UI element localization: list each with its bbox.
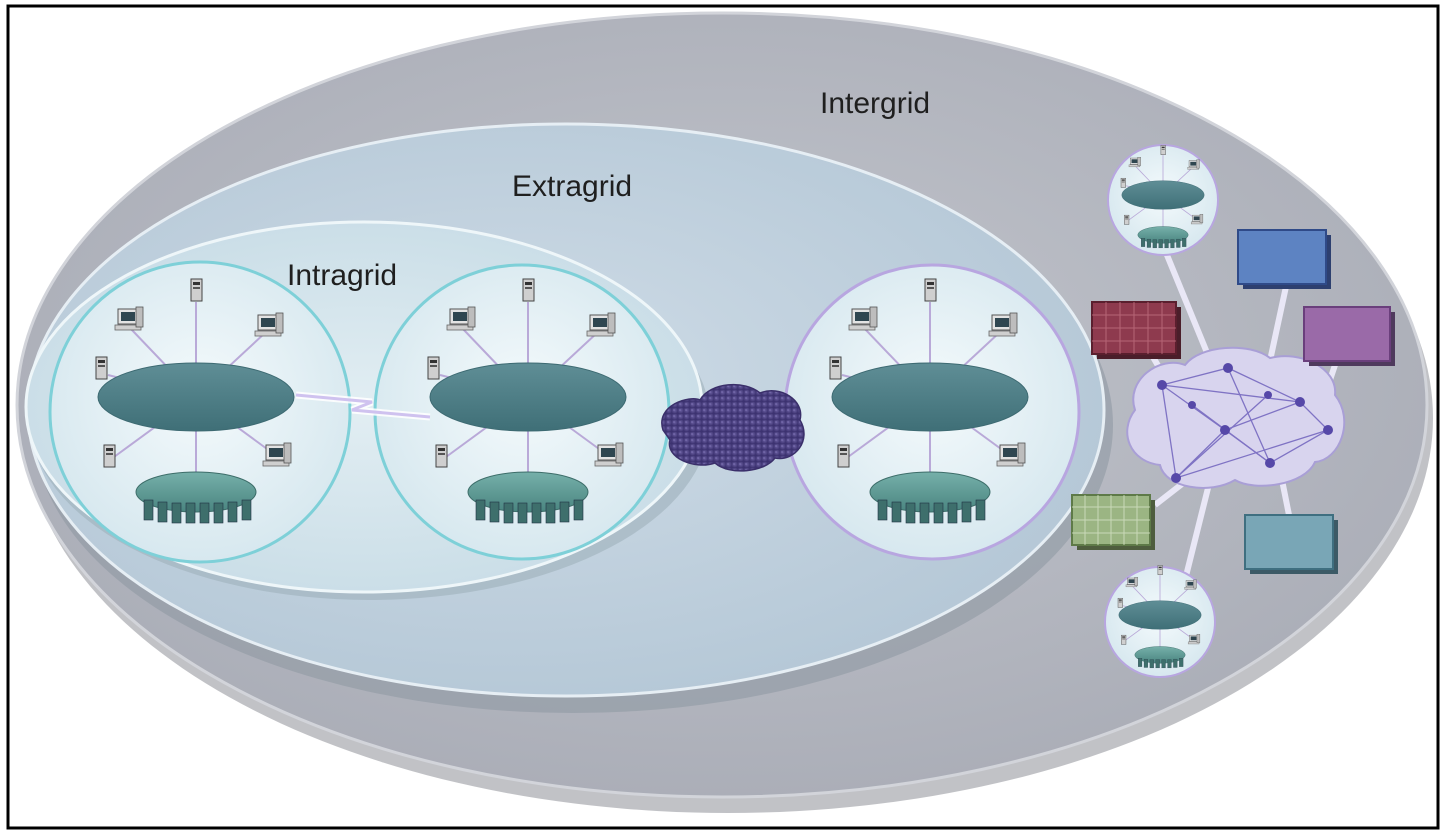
extragrid-cluster: [783, 263, 1081, 561]
intergrid-small-cluster-top: [1107, 144, 1219, 256]
intergrid-label: Intergrid: [820, 87, 930, 120]
resource-panel-red: [1091, 301, 1181, 359]
intragrid-label: Intragrid: [287, 259, 397, 292]
intragrid-cluster-right: [373, 263, 671, 561]
resource-panel-green: [1071, 494, 1155, 550]
resource-panel-teal: [1244, 514, 1338, 574]
resource-panel-purple: [1303, 306, 1395, 366]
extragrid-label: Extragrid: [512, 170, 632, 203]
wan-network-cloud: [661, 383, 805, 472]
resource-panel-blue: [1237, 229, 1331, 289]
grid-node-icons: [1157, 363, 1333, 483]
intragrid-cluster-left: [48, 260, 352, 564]
intergrid-small-cluster-bottom: [1104, 565, 1216, 678]
